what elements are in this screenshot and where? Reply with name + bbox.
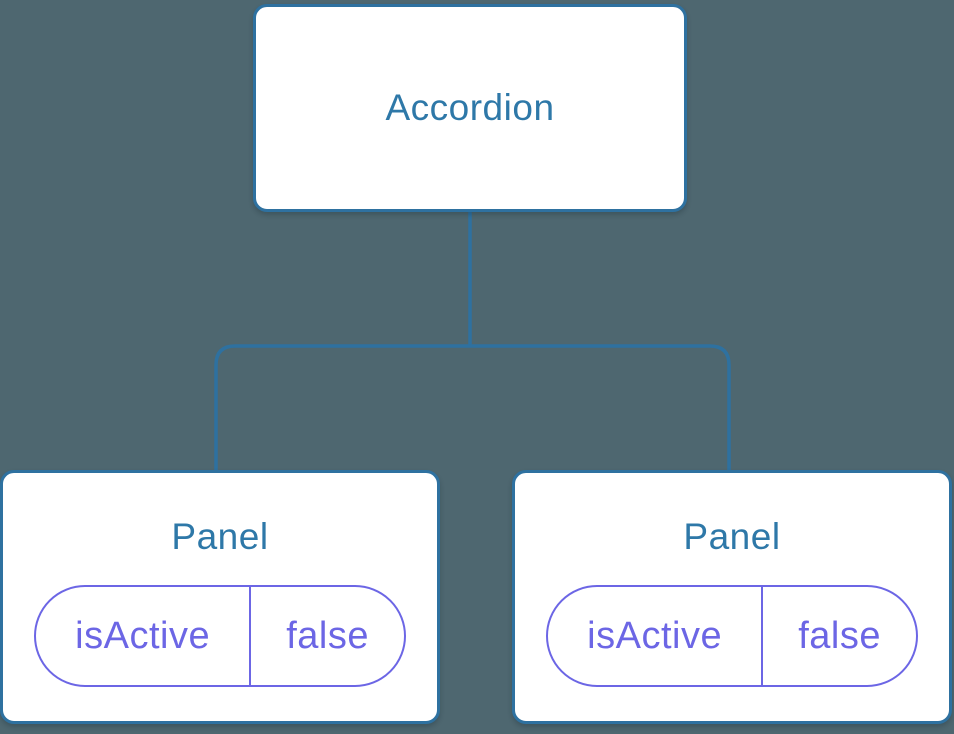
panel-label: Panel bbox=[171, 516, 269, 557]
node-panel-right: Panel isActive false bbox=[512, 470, 952, 724]
panel-label: Panel bbox=[683, 516, 781, 557]
node-panel-left: Panel isActive false bbox=[0, 470, 440, 724]
state-value: false bbox=[798, 614, 882, 657]
state-pill: isActive false bbox=[546, 585, 918, 687]
connector-branch bbox=[214, 344, 731, 470]
state-value: false bbox=[286, 614, 370, 657]
state-pill: isActive false bbox=[34, 585, 406, 687]
accordion-label: Accordion bbox=[385, 87, 555, 128]
state-name: isActive bbox=[36, 587, 252, 685]
state-name: isActive bbox=[548, 587, 764, 685]
node-accordion: Accordion bbox=[253, 4, 687, 212]
